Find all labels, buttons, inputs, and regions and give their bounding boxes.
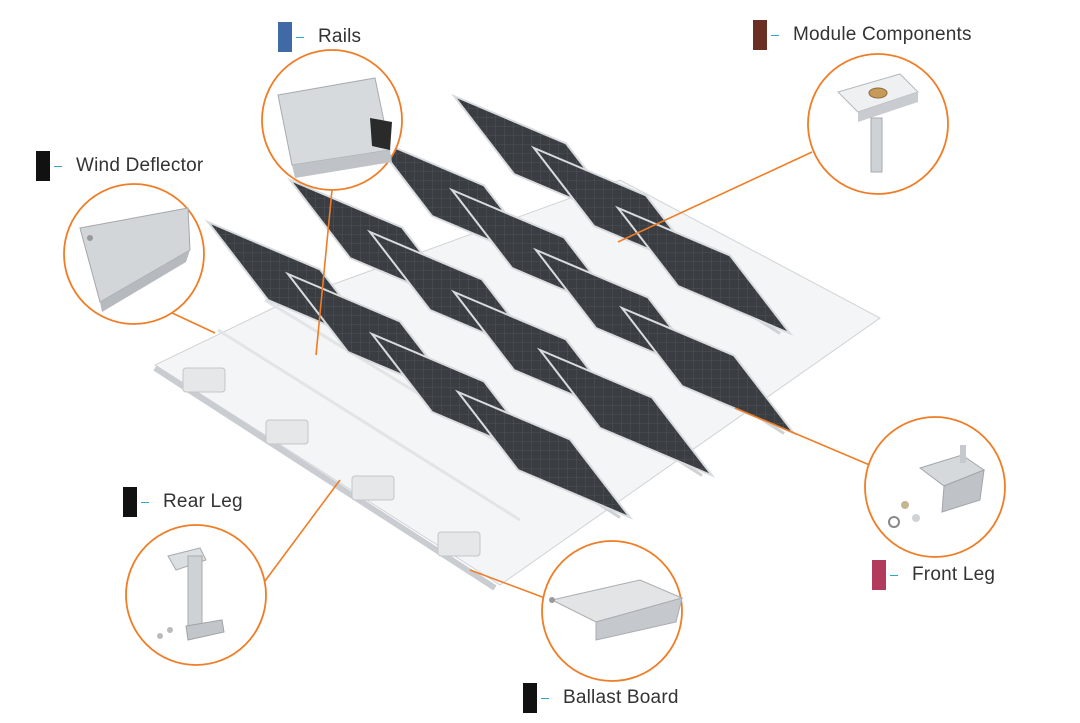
ballast-board-leader — [469, 569, 546, 599]
rails-swatch — [278, 22, 292, 52]
leader-lines — [169, 151, 873, 599]
wind-deflector-callout — [63, 183, 205, 325]
ballast-block — [182, 367, 226, 393]
front-leg-swatch — [872, 560, 886, 590]
rear-leg-label: Rear Leg — [123, 487, 243, 517]
rail-icon — [277, 77, 392, 178]
front-bracket-icon — [888, 445, 986, 528]
solar-panel — [536, 347, 716, 478]
front-leg-label: Front Leg — [872, 560, 995, 590]
rails-leader — [315, 189, 333, 356]
wind-deflector-swatch — [36, 151, 50, 181]
clamp-icon — [837, 73, 919, 173]
rear-leg-swatch — [123, 487, 137, 517]
front-leg-callout — [864, 416, 1006, 558]
module-components-callout — [807, 53, 949, 195]
ballast-block — [437, 531, 481, 557]
bracket-icon — [157, 547, 225, 641]
tray-icon — [549, 579, 684, 641]
ballast-board-label: Ballast Board — [523, 683, 679, 713]
module-components-swatch — [753, 20, 767, 50]
module-components-label: Module Components — [753, 20, 972, 50]
ballast-board-callout — [541, 540, 684, 682]
wind-deflector-leader — [169, 311, 216, 334]
rear-leg-callout — [125, 524, 267, 666]
deflector-plate-icon — [79, 207, 191, 312]
rails-callout — [261, 49, 403, 191]
ballast-board-swatch — [523, 683, 537, 713]
front-leg-leader — [734, 407, 873, 467]
rear-leg-leader — [261, 479, 341, 586]
ballast-block — [265, 419, 309, 445]
ballast-block — [351, 475, 395, 501]
solar-panel — [454, 389, 634, 520]
wind-deflector-label: Wind Deflector — [36, 151, 203, 181]
module-components-leader — [617, 151, 813, 243]
solar-panel — [614, 205, 794, 336]
solar-panel-array — [204, 93, 798, 520]
rails-label: Rails — [278, 22, 361, 52]
